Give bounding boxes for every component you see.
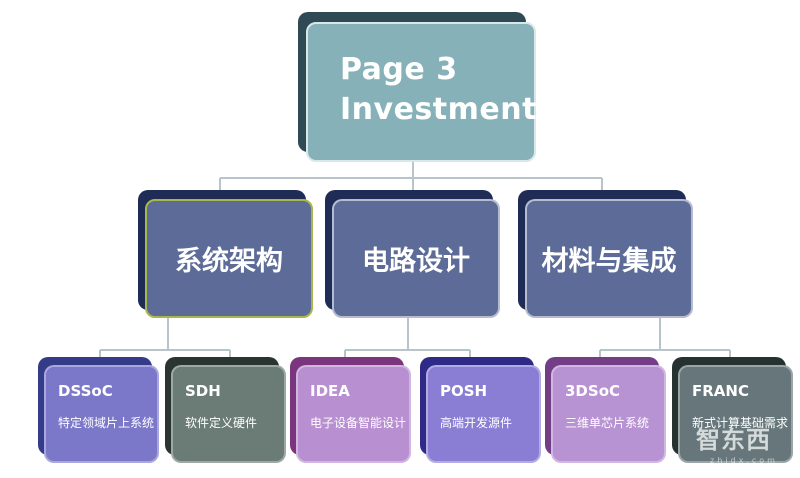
leaf-node-posh: POSH 高端开发源件 — [420, 357, 541, 463]
leaf-title: IDEA — [310, 382, 350, 400]
leaf-subtitle: 软件定义硬件 — [185, 416, 258, 430]
leaf-subtitle: 新式计算基础需求 — [692, 416, 789, 430]
leaf-node-face: POSH 高端开发源件 — [426, 365, 541, 463]
leaf-title: FRANC — [692, 382, 749, 400]
leaf-node-face: 3DSoC 三维单芯片系统 — [551, 365, 666, 463]
leaf-node-face: FRANC 新式计算基础需求 — [678, 365, 793, 463]
branch-label: 电路设计 — [332, 199, 500, 318]
root-node-face: Page 3 Investments — [306, 22, 556, 162]
leaf-node-franc: FRANC 新式计算基础需求 — [672, 357, 793, 463]
leaf-node-face: DSSoC 特定领域片上系统 — [44, 365, 159, 463]
leaf-node-face: SDH 软件定义硬件 — [171, 365, 286, 463]
leaf-node-face: IDEA 电子设备智能设计 — [296, 365, 411, 463]
branch-label: 系统架构 — [145, 199, 313, 318]
root-title-line2: Investments — [340, 92, 556, 127]
leaf-node-sdh: SDH 软件定义硬件 — [165, 357, 286, 463]
branch-node-circuit-design: 电路设计 — [325, 190, 500, 318]
leaf-node-3dsoc: 3DSoC 三维单芯片系统 — [545, 357, 666, 463]
branch-node-system-architecture: 系统架构 — [138, 190, 313, 318]
root-title-line1: Page 3 — [340, 52, 458, 87]
leaf-subtitle: 特定领域片上系统 — [58, 416, 155, 430]
leaf-title: POSH — [440, 382, 488, 400]
root-node: Page 3 Investments — [298, 12, 556, 162]
leaf-node-idea: IDEA 电子设备智能设计 — [290, 357, 411, 463]
leaf-title: 3DSoC — [565, 382, 621, 400]
leaf-title: DSSoC — [58, 382, 113, 400]
leaf-subtitle: 高端开发源件 — [440, 416, 513, 430]
leaf-title: SDH — [185, 382, 221, 400]
leaf-subtitle: 三维单芯片系统 — [565, 416, 650, 430]
branch-label: 材料与集成 — [525, 199, 693, 318]
leaf-subtitle: 电子设备智能设计 — [310, 416, 407, 430]
leaf-node-dssoc: DSSoC 特定领域片上系统 — [38, 357, 159, 463]
branch-node-materials-integration: 材料与集成 — [518, 190, 693, 318]
